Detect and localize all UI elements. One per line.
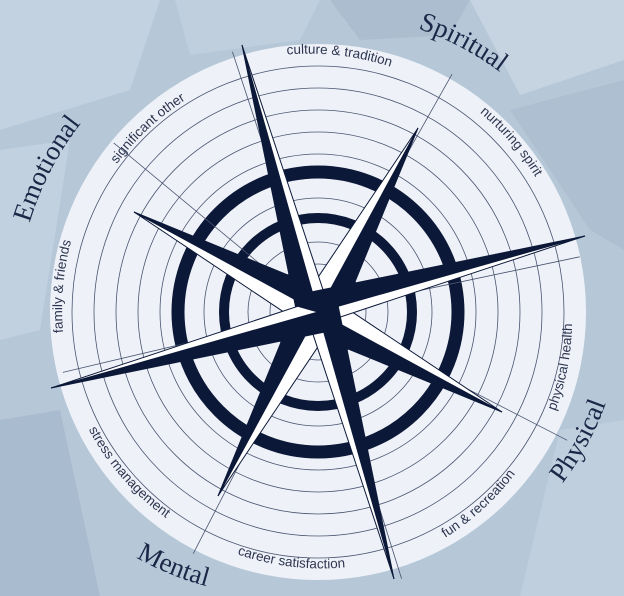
wellness-wheel-svg: culture & tradition nurturing spirit phy… <box>0 0 624 596</box>
wellness-wheel-canvas: culture & tradition nurturing spirit phy… <box>0 0 624 596</box>
